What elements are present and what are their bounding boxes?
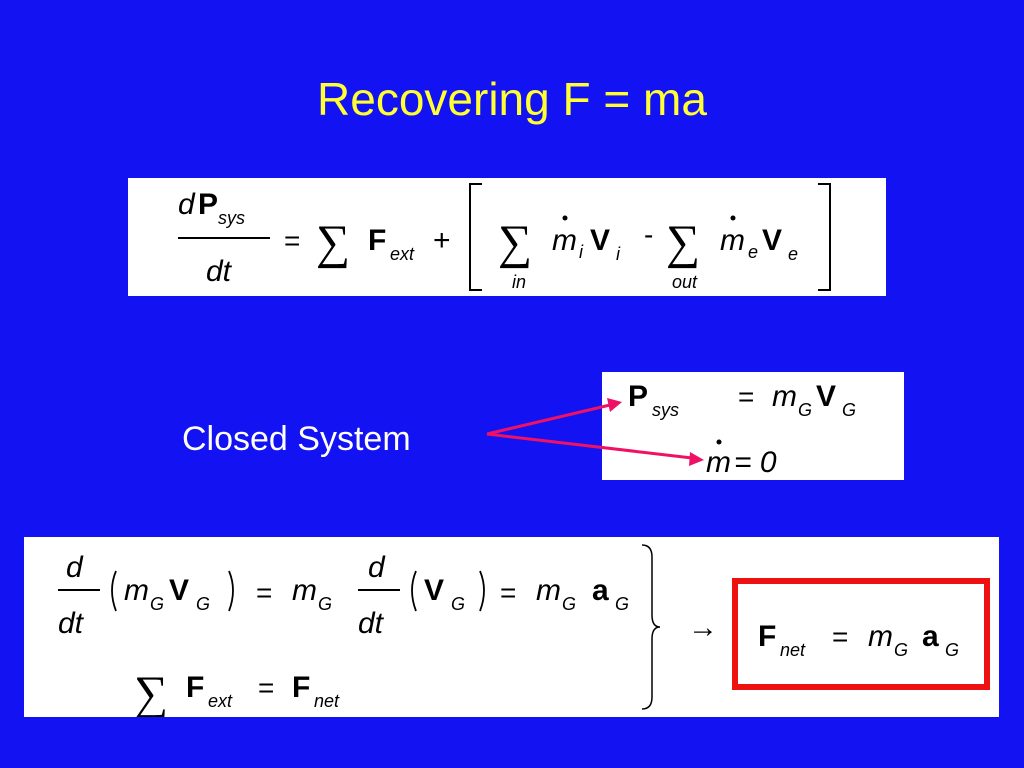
eq1-mdot-out — [730, 215, 736, 221]
eq1-left-bracket — [469, 183, 482, 291]
cs-V-sub-G: G — [842, 400, 856, 420]
slide-title: Recovering F = ma — [317, 73, 707, 125]
cs-P: P — [628, 380, 648, 413]
derivation-equations: d dt m G V G = m G d dt V G = m G a G ∑ … — [58, 544, 718, 720]
der-F-net: F — [292, 671, 310, 704]
cs-mdot: m — [706, 446, 731, 479]
der-dt1: dt — [58, 607, 85, 640]
der-V2-sub: G — [451, 594, 465, 614]
eq1-V-in: V — [590, 224, 610, 257]
der-sum: ∑ — [134, 667, 168, 717]
der-right-brace — [641, 544, 661, 710]
eq1-under-in: in — [512, 272, 526, 292]
der-dt2: dt — [358, 607, 385, 640]
der-m1-sub: G — [150, 594, 164, 614]
der-F-ext: F — [186, 671, 204, 704]
arrow-to-momentum — [486, 403, 611, 436]
eq1-minus: - — [644, 219, 653, 250]
eq1-F: F — [368, 224, 386, 257]
momentum-equation: d P sys dt = ∑ F ext + ∑ in m i V i - ∑ … — [178, 183, 831, 292]
eq1-den: dt — [206, 255, 233, 288]
res-a: a — [922, 620, 939, 653]
der-m3: m — [536, 574, 561, 607]
eq1-num-d: d — [178, 188, 196, 221]
eq1-V-out: V — [762, 224, 782, 257]
eq1-m-in: m — [552, 224, 577, 257]
der-paren-open-1 — [111, 570, 117, 612]
der-F-net-sub: net — [314, 691, 340, 711]
cs-m-sub-G: G — [798, 400, 812, 420]
eq1-equals: = — [284, 225, 300, 256]
eq1-m-sub-i: i — [579, 242, 584, 262]
result-equation: F net = m G a G — [758, 620, 959, 660]
der-a: a — [592, 574, 609, 607]
eq1-num-sub: sys — [218, 208, 245, 228]
arrow-head-momentum — [607, 398, 622, 412]
der-V2: V — [424, 574, 444, 607]
momentum-equation-box: d P sys dt = ∑ F ext + ∑ in m i V i - ∑ … — [128, 178, 886, 296]
eq1-under-out: out — [672, 272, 698, 292]
der-a-sub: G — [615, 594, 629, 614]
closed-system-label: Closed System — [182, 420, 411, 458]
cs-P-sub: sys — [652, 400, 679, 420]
eq1-V-sub-i: i — [616, 244, 621, 264]
der-paren-close-2 — [479, 570, 485, 612]
der-eq-1: = — [256, 577, 272, 608]
eq1-F-sub: ext — [390, 244, 415, 264]
der-eq-2: = — [500, 577, 516, 608]
res-F: F — [758, 620, 776, 653]
arrow-to-mass — [486, 432, 693, 460]
der-V1: V — [169, 574, 189, 607]
cs-V: V — [816, 380, 836, 413]
res-a-sub: G — [945, 640, 959, 660]
res-F-sub: net — [780, 640, 806, 660]
cs-mdot-dot — [716, 439, 722, 445]
eq1-sum-in: ∑ — [498, 216, 532, 269]
der-F-ext-sub: ext — [208, 691, 233, 711]
der-m2-sub: G — [318, 594, 332, 614]
der-m2: m — [292, 574, 317, 607]
cs-m: m — [772, 380, 797, 413]
cs-mdot-zero: = 0 — [734, 446, 777, 479]
der-V1-sub: G — [196, 594, 210, 614]
eq1-V-sub-e: e — [788, 244, 798, 264]
closed-system-equations: P sys = m G V G m = 0 — [628, 380, 856, 479]
der-d2: d — [368, 551, 386, 584]
closed-system-box: P sys = m G V G m = 0 — [602, 372, 904, 480]
eq1-plus: + — [433, 224, 451, 257]
eq1-num-P: P — [198, 188, 218, 221]
arrow-head-mass — [689, 452, 704, 466]
der-paren-open-2 — [411, 570, 417, 612]
cs-equals: = — [738, 381, 754, 412]
der-m3-sub: G — [562, 594, 576, 614]
der-paren-close-1 — [228, 570, 234, 612]
eq1-right-bracket — [818, 183, 831, 291]
res-eq: = — [832, 621, 848, 652]
res-m: m — [868, 620, 893, 653]
eq1-m-out: m — [720, 224, 745, 257]
eq1-m-sub-e: e — [748, 242, 758, 262]
eq1-sum-out: ∑ — [666, 216, 700, 269]
der-eq-3: = — [258, 672, 274, 703]
der-d1: d — [66, 551, 84, 584]
eq1-sum: ∑ — [316, 216, 350, 269]
der-implies-arrow: → — [688, 611, 718, 644]
result-box: F net = m G a G — [732, 578, 990, 690]
res-m-sub: G — [894, 640, 908, 660]
der-m1: m — [124, 574, 149, 607]
eq1-mdot-in — [562, 215, 568, 221]
